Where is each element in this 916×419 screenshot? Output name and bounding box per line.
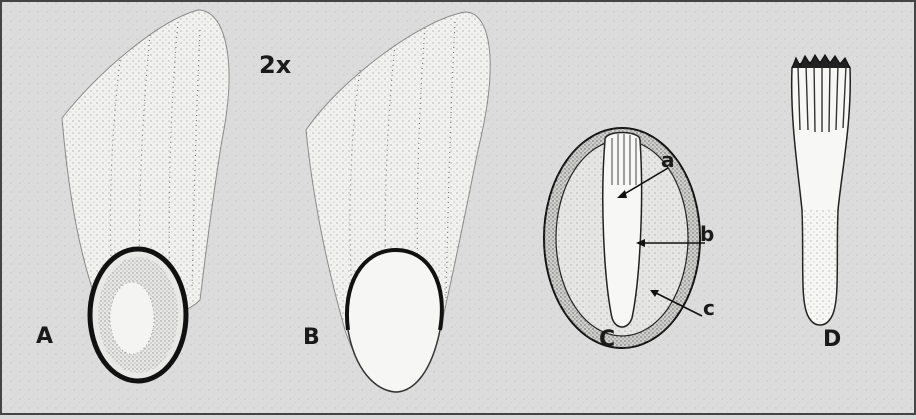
callout-label-b: b xyxy=(700,224,714,244)
panel-label-a: A xyxy=(36,326,53,348)
callout-label-a: a xyxy=(661,150,675,170)
panel-label-b: B xyxy=(303,327,320,349)
callout-label-c: c xyxy=(703,298,715,318)
panel-label-c: C xyxy=(599,329,615,351)
panel-label-d: D xyxy=(823,329,841,351)
scale-label: 2x xyxy=(259,53,291,77)
